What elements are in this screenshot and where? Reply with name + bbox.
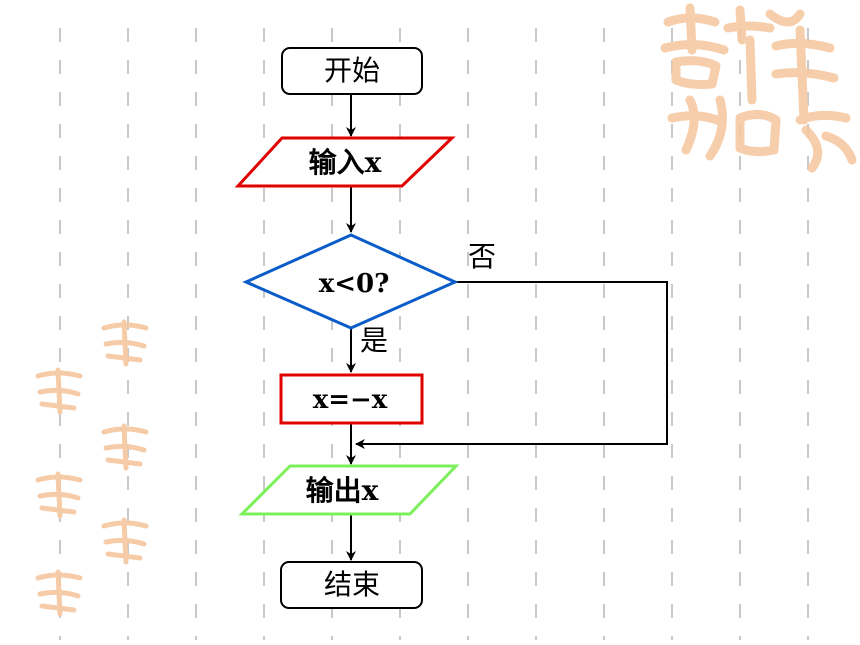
seal-watermark-small-2	[35, 367, 83, 415]
process-node: x=−x	[279, 373, 424, 425]
seal-watermark-small-3	[101, 423, 149, 471]
input-label: 输入x	[309, 146, 382, 179]
input-node: 输入x	[234, 136, 456, 188]
seal-watermark-small-6	[35, 569, 83, 617]
start-label: 开始	[324, 54, 380, 87]
decision-label: x<0?	[319, 269, 390, 299]
seal-watermark-large	[660, 3, 857, 173]
seal-watermark-small-4	[35, 471, 83, 519]
no-branch-label: 否	[468, 240, 496, 273]
decision-node: x<0?	[242, 233, 459, 330]
end-node: 结束	[280, 561, 423, 609]
end-label: 结束	[324, 568, 380, 601]
connector-decision-no-branch	[355, 281, 668, 449]
output-node: 输出x	[238, 464, 460, 516]
process-label: x=−x	[313, 385, 388, 415]
seal-watermark-small-5	[101, 517, 149, 565]
start-node: 开始	[281, 47, 423, 95]
yes-branch-label: 是	[360, 324, 388, 357]
connectors	[346, 94, 668, 561]
output-label: 输出x	[306, 474, 379, 507]
seal-watermark-small-1	[101, 319, 149, 367]
